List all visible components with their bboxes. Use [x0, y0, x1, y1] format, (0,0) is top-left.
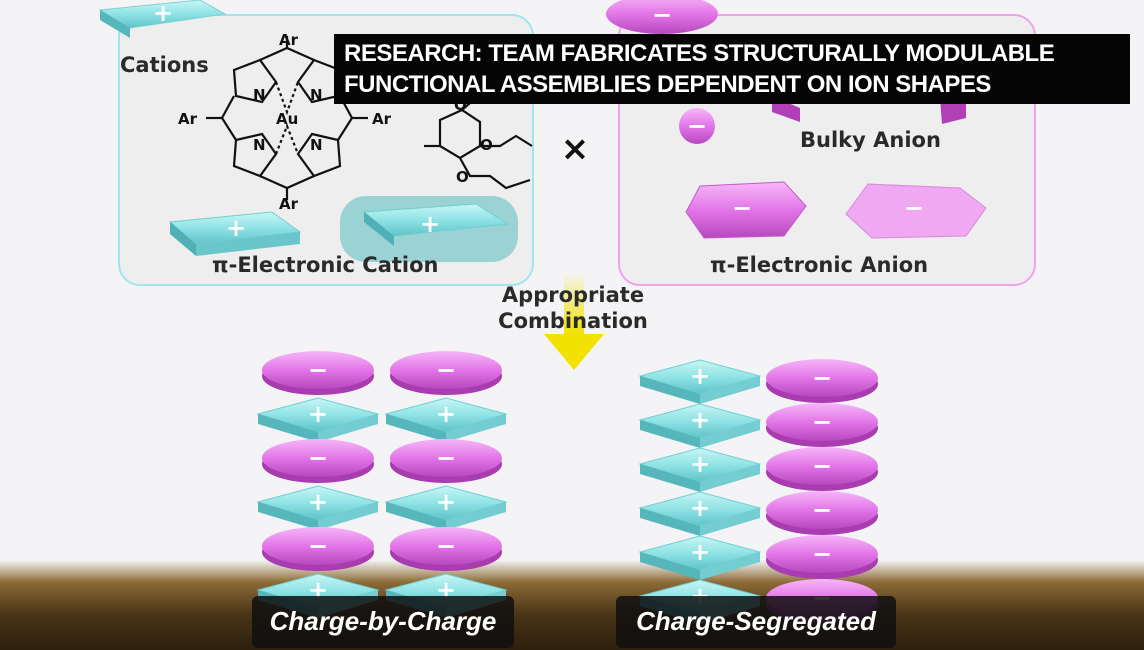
- anion-disc: −: [262, 351, 374, 395]
- minus-sign: −: [812, 452, 832, 480]
- ar-bottom-label: Ar: [279, 195, 299, 213]
- minus-sign: −: [308, 356, 328, 384]
- anion-disc: −: [390, 439, 502, 483]
- anion-disc: −: [262, 527, 374, 571]
- anion-disc: −: [390, 351, 502, 395]
- plus-sign: +: [420, 210, 440, 238]
- gold-porphyrin-molecule-icon: [206, 36, 533, 200]
- plus-sign: +: [308, 400, 328, 428]
- charge-by-charge-tag: Charge-by-Charge: [252, 596, 514, 648]
- crystal-photo-banner: [0, 560, 1144, 650]
- n-label-3: N: [253, 136, 266, 154]
- ar-right-label: Ar: [372, 110, 392, 128]
- minus-sign: −: [436, 356, 456, 384]
- minus-sign: −: [308, 444, 328, 472]
- minus-sign: −: [436, 532, 456, 560]
- ar-left-label: Ar: [178, 110, 198, 128]
- anion-disc: −: [766, 447, 878, 491]
- plus-sign: +: [690, 406, 710, 434]
- pentagon-anion-icon: [685, 181, 807, 239]
- minus-sign: −: [812, 540, 832, 568]
- down-arrow-icon: [544, 272, 604, 370]
- minus-sign: −: [812, 496, 832, 524]
- au-metal-label: Au: [276, 110, 298, 128]
- anion-disc: −: [262, 439, 374, 483]
- plus-sign: +: [436, 488, 456, 516]
- cations-label: Cations: [120, 53, 209, 77]
- headline-line-2: FUNCTIONAL ASSEMBLIES DEPENDENT ON ION S…: [344, 71, 991, 98]
- cation-plate: +: [256, 485, 380, 530]
- cation-label: π-Electronic Cation: [212, 253, 439, 277]
- headline-line-1: RESEARCH: TEAM FABRICATES STRUCTURALLY M…: [344, 40, 1055, 67]
- minus-sign: −: [652, 1, 672, 29]
- cation-plate-with-counterion-icon: [340, 196, 518, 262]
- anion-label: π-Electronic Anion: [710, 253, 928, 277]
- n-label-2: N: [310, 86, 323, 104]
- plus-sign: +: [690, 362, 710, 390]
- charge-segregated-tag: Charge-Segregated: [616, 596, 896, 648]
- o-label-2: O: [480, 136, 493, 154]
- anion-icon: [606, 0, 718, 34]
- n-label-1: N: [253, 86, 266, 104]
- anion-disc: −: [766, 491, 878, 535]
- plus-sign: +: [436, 400, 456, 428]
- minus-sign: −: [436, 444, 456, 472]
- n-label-4: N: [310, 136, 323, 154]
- cation-plate: +: [384, 397, 508, 442]
- ar-top-label: Ar: [279, 31, 299, 49]
- plus-sign: +: [153, 0, 173, 27]
- plus-sign: +: [308, 488, 328, 516]
- plus-sign: +: [226, 214, 246, 242]
- anion-disc: −: [766, 403, 878, 447]
- cation-plate: +: [638, 359, 762, 404]
- minus-sign: −: [812, 408, 832, 436]
- cation-plate: +: [638, 403, 762, 448]
- cation-plate: +: [256, 397, 380, 442]
- minus-sign: −: [687, 112, 707, 140]
- minus-sign: −: [812, 364, 832, 392]
- plus-sign: +: [690, 494, 710, 522]
- minus-sign: −: [308, 532, 328, 560]
- cation-plate: +: [638, 447, 762, 492]
- anion-disc: −: [766, 359, 878, 403]
- combine-operator: ×: [561, 129, 590, 169]
- anion-disc: −: [390, 527, 502, 571]
- arrow-label-line1: Appropriate: [502, 283, 644, 307]
- anion-disc: −: [766, 535, 878, 579]
- hexagon-anion-icon: [845, 183, 987, 239]
- minus-sign: −: [904, 194, 924, 222]
- bulky-anion-label: Bulky Anion: [800, 128, 941, 152]
- cation-plate: +: [638, 535, 762, 580]
- headline: RESEARCH: TEAM FABRICATES STRUCTURALLY M…: [334, 34, 1130, 104]
- cation-icon: [98, 0, 227, 38]
- cation-plate: +: [638, 491, 762, 536]
- cation-plate-icon: [168, 211, 302, 256]
- cation-plate: +: [384, 485, 508, 530]
- plus-sign: +: [690, 538, 710, 566]
- arrow-label-line2: Combination: [498, 309, 648, 333]
- o-label-3: O: [456, 168, 469, 186]
- plus-sign: +: [690, 450, 710, 478]
- minus-sign: −: [732, 194, 752, 222]
